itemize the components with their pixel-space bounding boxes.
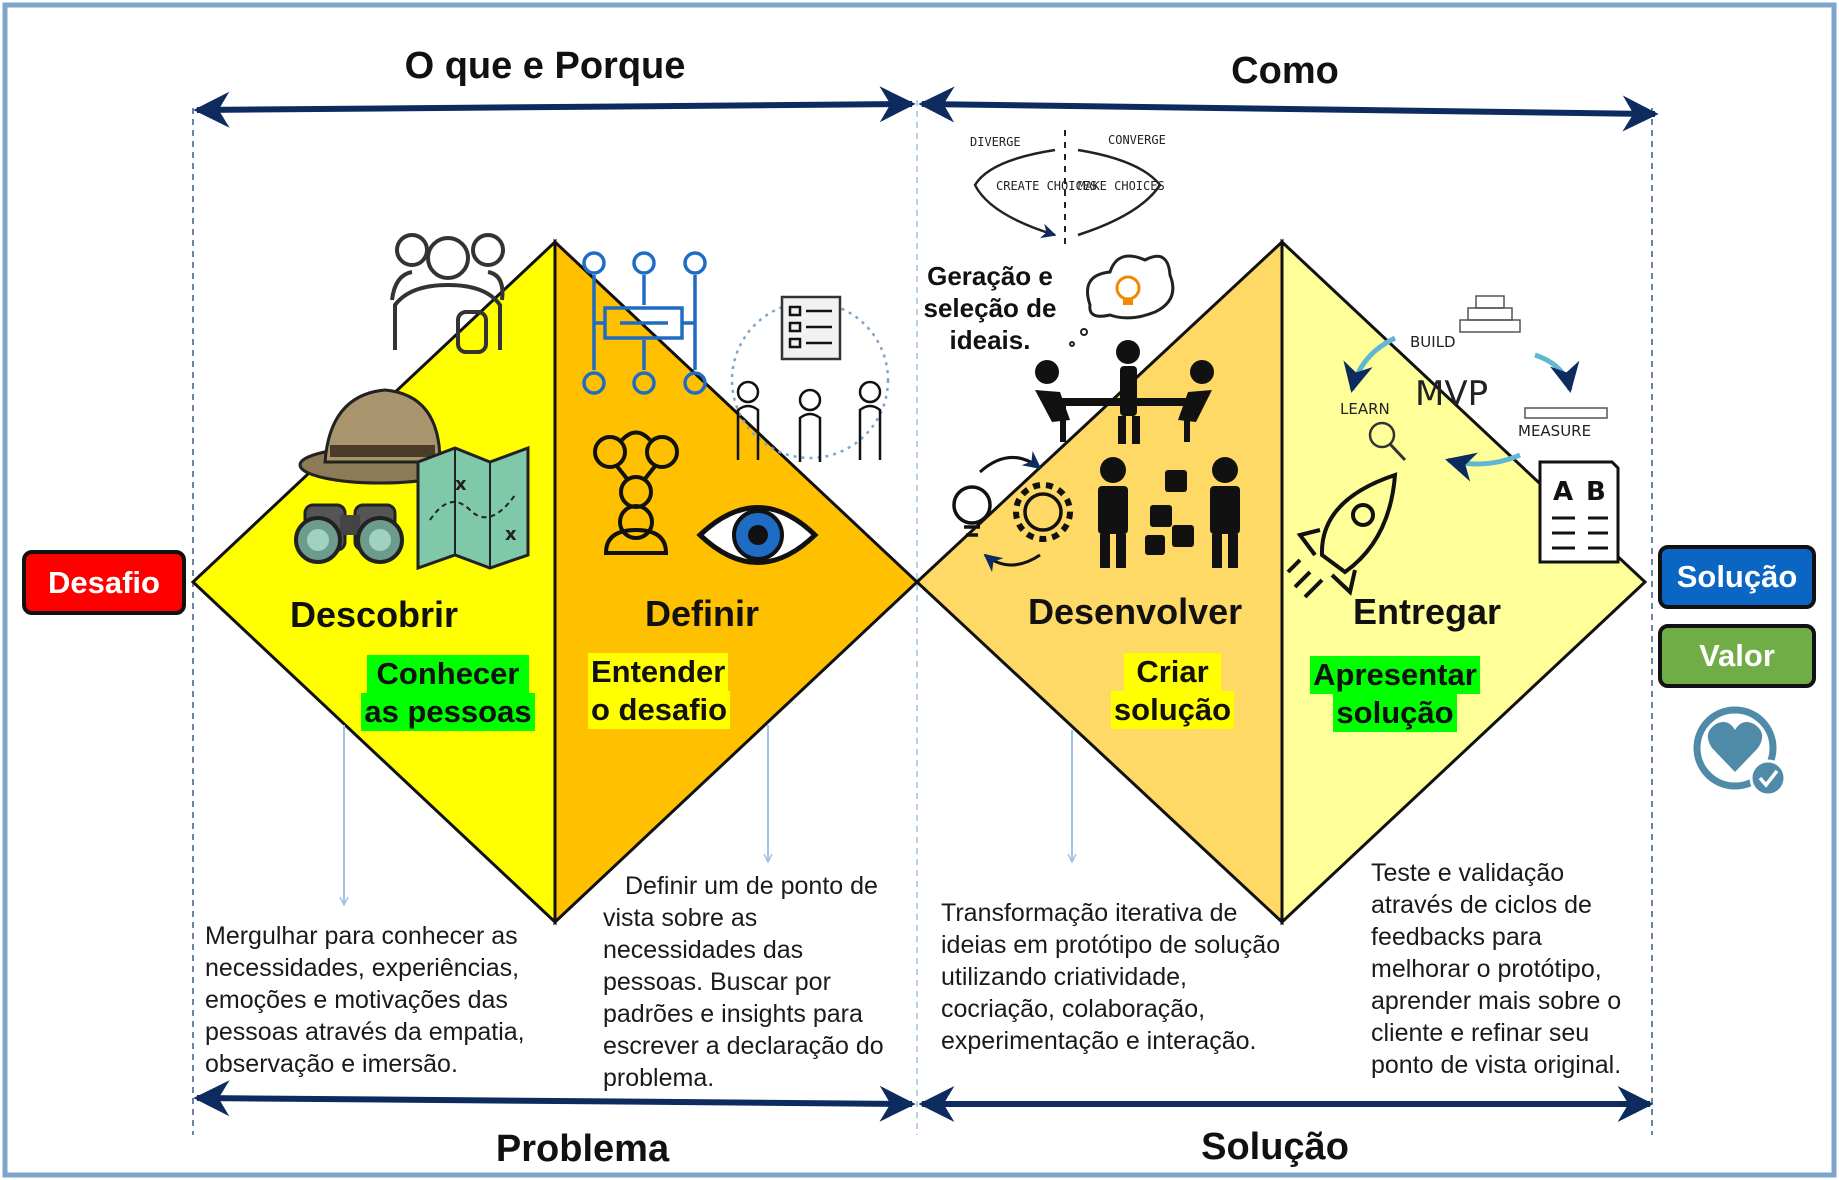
ab-test-icon: A B (1538, 460, 1620, 564)
tag-apresentar-solucao: Apresentar solução (1305, 656, 1485, 732)
header-como: Como (1231, 50, 1339, 92)
tag-line: Entender (588, 653, 729, 691)
arrow-bottom-left (193, 1080, 916, 1122)
measure-label: MEASURE (1518, 422, 1591, 440)
description-descobrir: Mergulhar para conhecer as necessidades,… (205, 922, 525, 1078)
make-choices-label: MAKE CHOICES (1078, 179, 1165, 193)
heart-check-icon (1693, 706, 1787, 797)
phase-title-descobrir: Descobrir (290, 594, 459, 635)
footer-problema: Problema (495, 1128, 670, 1170)
tag-line: Criar (1124, 653, 1221, 691)
description-entregar: Teste e validação através de ciclos de f… (1371, 859, 1622, 1079)
map-icon: x x (416, 445, 530, 571)
tag-criar-solucao: Criar solução (1100, 653, 1245, 729)
converge-label: CONVERGE (1108, 133, 1166, 147)
ab-a-label: A (1553, 477, 1573, 507)
mvp-label: MVP (1415, 374, 1488, 414)
lightbulb-gear-icon (952, 451, 1073, 573)
tag-line: solução (1333, 694, 1457, 732)
tag-line: o desafio (588, 691, 731, 729)
eye-icon (696, 505, 819, 565)
idea-cloud-icon (1069, 254, 1175, 347)
description-definir: Definir um de ponto de vista sobre as ne… (603, 872, 884, 1092)
build-measure-learn-sketch: BUILD MVP LEARN MEASURE (1340, 295, 1608, 482)
user-network-icon (593, 430, 679, 555)
ab-b-label: B (1586, 477, 1606, 507)
svg-text:x: x (455, 474, 467, 495)
ideation-note: Geração e seleção de ideais. (923, 261, 1057, 355)
binoculars-icon (294, 503, 404, 564)
learn-label: LEARN (1340, 400, 1390, 418)
team-icon (390, 233, 505, 354)
personas-icon (730, 295, 890, 462)
tag-line: Conhecer (366, 655, 530, 693)
diamond-entregar (1280, 238, 1648, 926)
build-label: BUILD (1410, 333, 1456, 351)
arrow-top-left (193, 86, 916, 128)
phase-title-definir: Definir (645, 593, 760, 634)
footer-solucao: Solução (1201, 1126, 1349, 1168)
flow-diagram-icon (582, 251, 707, 395)
solucao-badge: Solução (1658, 545, 1816, 609)
diamond-definir (553, 238, 920, 926)
create-choices-label: CREATE CHOICES (996, 179, 1097, 193)
arrow-top-right (918, 86, 1659, 132)
meeting-people-icon (1035, 340, 1214, 444)
tag-line: solução (1110, 691, 1235, 729)
description-desenvolver: Transformação iterativa de ideias em pro… (941, 899, 1281, 1055)
tag-entender-o-desafio: Entender o desafio (588, 653, 738, 729)
puzzle-team-icon (1098, 457, 1240, 568)
rocket-icon (1286, 472, 1398, 599)
desafio-badge: Desafio (22, 550, 186, 615)
svg-text:x: x (505, 524, 517, 545)
phase-title-desenvolver: Desenvolver (1028, 591, 1243, 632)
header-o-que-e-porque: O que e Porque (404, 45, 686, 87)
diverge-label: DIVERGE (970, 135, 1021, 149)
tag-line: as pessoas (361, 693, 535, 731)
phase-title-entregar: Entregar (1353, 591, 1502, 632)
diverge-converge-sketch: DIVERGE CONVERGE CREATE CHOICES MAKE CHO… (970, 130, 1166, 245)
tag-conhecer-as-pessoas: Conhecer as pessoas (358, 655, 538, 731)
tag-line: Apresentar (1310, 656, 1480, 694)
valor-badge: Valor (1658, 624, 1816, 688)
